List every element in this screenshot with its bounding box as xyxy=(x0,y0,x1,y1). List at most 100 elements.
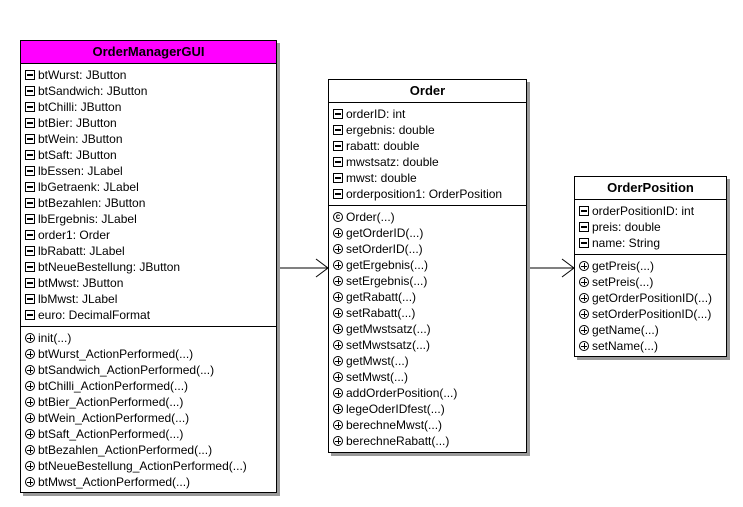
member-label: getOrderPositionID(...) xyxy=(592,291,713,305)
public-operation-icon xyxy=(25,349,35,359)
attribute-row[interactable]: mwstsatz: double xyxy=(333,154,526,170)
operation-row[interactable]: berechneMwst(...) xyxy=(333,417,526,433)
operation-row[interactable]: btMwst_ActionPerformed(...) xyxy=(25,474,276,490)
attribute-row[interactable]: btSaft: JButton xyxy=(25,147,276,163)
member-label: berechneMwst(...) xyxy=(346,418,443,432)
member-label: lbRabatt: JLabel xyxy=(38,244,125,258)
member-label: addOrderPosition(...) xyxy=(346,386,458,400)
operation-row[interactable]: btNeueBestellung_ActionPerformed(...) xyxy=(25,458,276,474)
operation-row[interactable]: setMwst(...) xyxy=(333,369,526,385)
operation-row[interactable]: setRabatt(...) xyxy=(333,305,526,321)
operation-row[interactable]: btChilli_ActionPerformed(...) xyxy=(25,378,276,394)
public-operation-icon xyxy=(333,292,343,302)
operation-row[interactable]: getErgebnis(...) xyxy=(333,257,526,273)
attribute-row[interactable]: orderID: int xyxy=(333,106,526,122)
attribute-row[interactable]: btMwst: JButton xyxy=(25,275,276,291)
attribute-row[interactable]: lbErgebnis: JLabel xyxy=(25,211,276,227)
operation-row[interactable]: btWurst_ActionPerformed(...) xyxy=(25,346,276,362)
member-label: btChilli_ActionPerformed(...) xyxy=(38,379,189,393)
private-attribute-icon xyxy=(25,134,35,144)
attribute-row[interactable]: btBezahlen: JButton xyxy=(25,195,276,211)
attribute-row[interactable]: orderposition1: OrderPosition xyxy=(333,186,526,202)
public-operation-icon xyxy=(25,445,35,455)
operation-row[interactable]: init(...) xyxy=(25,330,276,346)
private-attribute-icon xyxy=(579,238,589,248)
public-operation-icon xyxy=(25,397,35,407)
member-label: setName(...) xyxy=(592,339,659,353)
private-attribute-icon xyxy=(25,86,35,96)
operation-row[interactable]: btBezahlen_ActionPerformed(...) xyxy=(25,442,276,458)
attribute-row[interactable]: rabatt: double xyxy=(333,138,526,154)
attribute-row[interactable]: lbMwst: JLabel xyxy=(25,291,276,307)
public-operation-icon xyxy=(579,341,589,351)
member-label: btBezahlen_ActionPerformed(...) xyxy=(38,443,213,457)
attribute-row[interactable]: lbEssen: JLabel xyxy=(25,163,276,179)
association-gui-to-order xyxy=(277,258,329,278)
operation-row[interactable]: btBier_ActionPerformed(...) xyxy=(25,394,276,410)
operation-row[interactable]: btSaft_ActionPerformed(...) xyxy=(25,426,276,442)
public-operation-icon xyxy=(579,309,589,319)
attribute-row[interactable]: mwst: double xyxy=(333,170,526,186)
attribute-row[interactable]: btBier: JButton xyxy=(25,115,276,131)
attribute-row[interactable]: btNeueBestellung: JButton xyxy=(25,259,276,275)
attribute-row[interactable]: lbRabatt: JLabel xyxy=(25,243,276,259)
operation-compartment: getPreis(...)setPreis(...) getOrderPositi… xyxy=(575,254,726,357)
private-attribute-icon xyxy=(25,214,35,224)
operation-row[interactable]: setPreis(...) xyxy=(579,274,726,290)
operation-row[interactable]: getOrderPositionID(...) xyxy=(579,290,726,306)
operation-row[interactable]: btWein_ActionPerformed(...) xyxy=(25,410,276,426)
attribute-row[interactable]: orderPositionID: int xyxy=(579,203,726,219)
operation-row[interactable]: getName(...) xyxy=(579,322,726,338)
member-label: setPreis(...) xyxy=(592,275,654,289)
attribute-row[interactable]: name: String xyxy=(579,235,726,251)
operation-row[interactable]: setOrderID(...) xyxy=(333,241,526,257)
operation-row[interactable]: btSandwich_ActionPerformed(...) xyxy=(25,362,276,378)
member-label: btWein: JButton xyxy=(38,132,123,146)
member-label: name: String xyxy=(592,236,661,250)
private-attribute-icon xyxy=(579,206,589,216)
private-attribute-icon xyxy=(25,262,35,272)
member-label: setErgebnis(...) xyxy=(346,274,428,288)
operation-row[interactable]: getMwstsatz(...) xyxy=(333,321,526,337)
public-operation-icon xyxy=(25,413,35,423)
operation-row[interactable]: addOrderPosition(...) xyxy=(333,385,526,401)
attribute-row[interactable]: euro: DecimalFormat xyxy=(25,307,276,323)
public-operation-icon xyxy=(333,276,343,286)
operation-row[interactable]: getOrderID(...) xyxy=(333,225,526,241)
attribute-row[interactable]: ergebnis: double xyxy=(333,122,526,138)
attribute-row[interactable]: btChilli: JButton xyxy=(25,99,276,115)
operation-row[interactable]: setOrderPositionID(...) xyxy=(579,306,726,322)
member-label: lbErgebnis: JLabel xyxy=(38,212,137,226)
member-label: btSandwich_ActionPerformed(...) xyxy=(38,363,215,377)
operation-row[interactable]: getPreis(...) xyxy=(579,258,726,274)
attribute-row[interactable]: btWein: JButton xyxy=(25,131,276,147)
member-label: init(...) xyxy=(38,331,72,345)
operation-row[interactable]: setName(...) xyxy=(579,338,726,354)
private-attribute-icon xyxy=(25,102,35,112)
operation-row[interactable]: berechneRabatt(...) xyxy=(333,433,526,449)
operation-row[interactable]: getRabatt(...) xyxy=(333,289,526,305)
class-name: Order xyxy=(329,80,526,103)
operation-row[interactable]: setErgebnis(...) xyxy=(333,273,526,289)
attribute-row[interactable]: btSandwich: JButton xyxy=(25,83,276,99)
member-label: orderID: int xyxy=(346,107,406,121)
public-operation-icon xyxy=(25,477,35,487)
member-label: getOrderID(...) xyxy=(346,226,424,240)
operation-row[interactable]: getMwst(...) xyxy=(333,353,526,369)
attribute-row[interactable]: order1: Order xyxy=(25,227,276,243)
operation-row[interactable]: legeOderIDfest(...) xyxy=(333,401,526,417)
private-attribute-icon xyxy=(25,182,35,192)
attribute-row[interactable]: lbGetraenk: JLabel xyxy=(25,179,276,195)
member-label: btChilli: JButton xyxy=(38,100,122,114)
member-label: btNeueBestellung: JButton xyxy=(38,260,181,274)
attribute-row[interactable]: btWurst: JButton xyxy=(25,67,276,83)
member-label: lbEssen: JLabel xyxy=(38,164,123,178)
attribute-row[interactable]: preis: double xyxy=(579,219,726,235)
public-operation-icon xyxy=(25,429,35,439)
operation-row[interactable]: setMwstsatz(...) xyxy=(333,337,526,353)
